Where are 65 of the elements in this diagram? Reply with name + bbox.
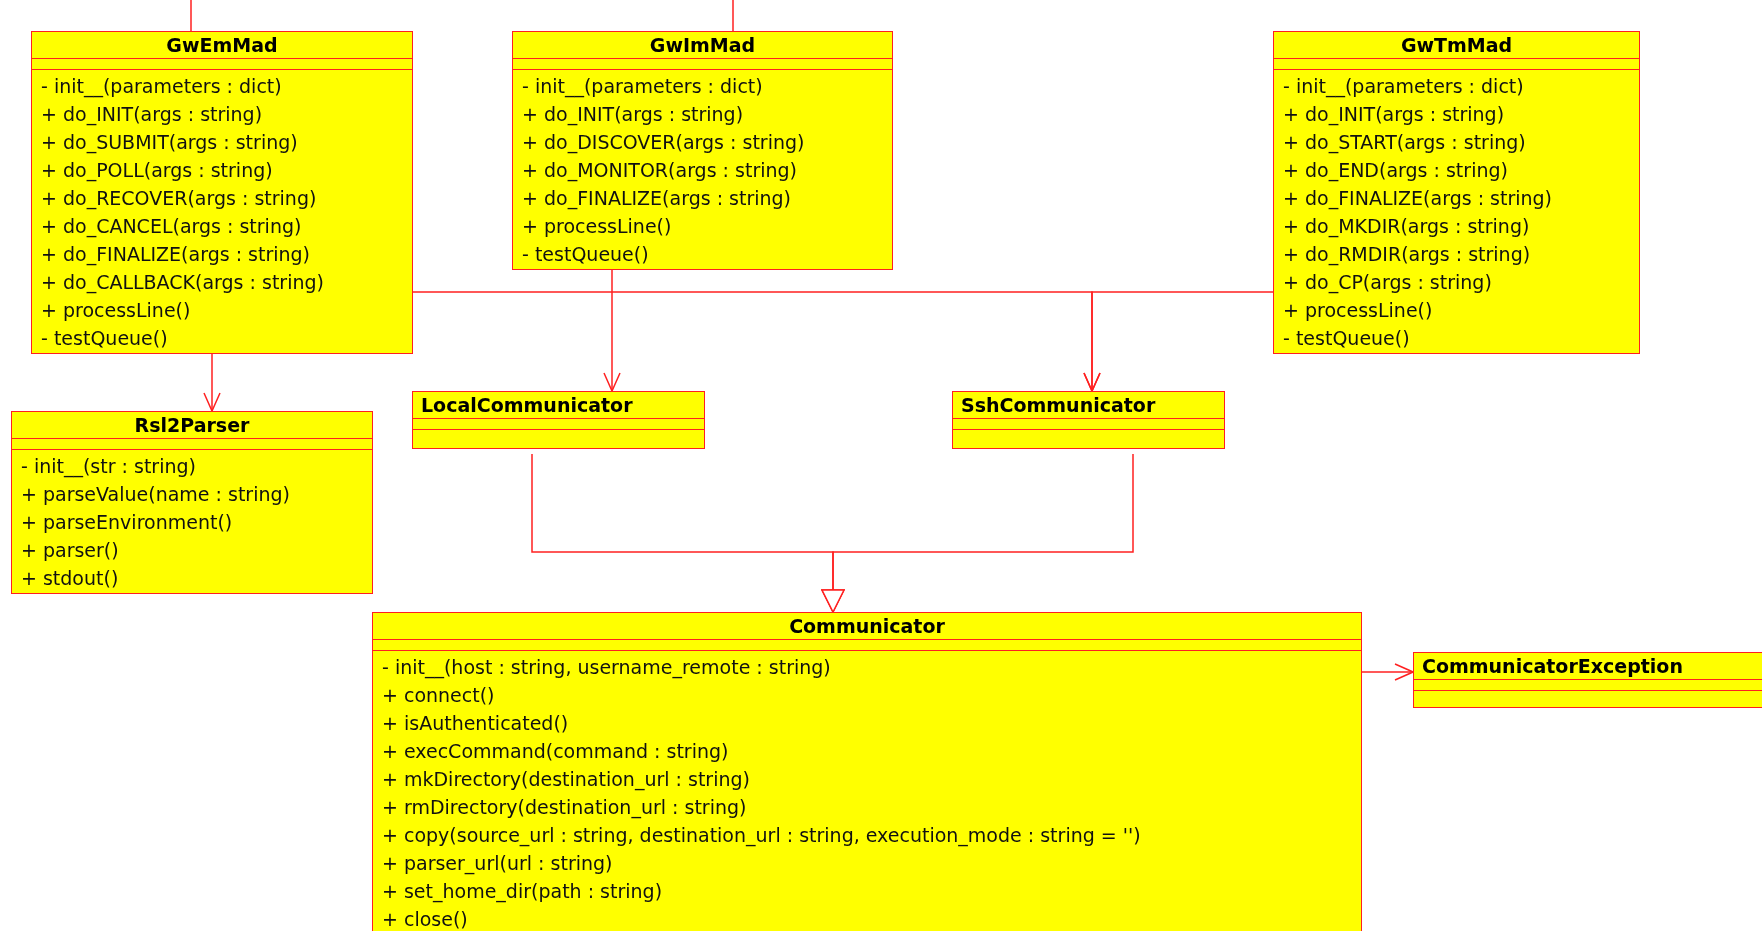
method-text: + do_FINALIZE(args : string) xyxy=(40,242,312,268)
class-box xyxy=(512,31,893,270)
method-text: + processLine() xyxy=(40,298,192,323)
association-line xyxy=(203,353,221,412)
method-text: + do_DISCOVER(args : string) xyxy=(521,130,806,156)
class-name: GwTmMad xyxy=(1399,33,1514,58)
method-text: - init__(host : string, username_remote : string) xyxy=(381,655,832,681)
class-box xyxy=(372,612,1362,931)
method-text: + do_END(args : string) xyxy=(1282,158,1509,184)
method-text: + copy(source_url : string, destination_url : string, execution_mode : string = '') xyxy=(381,823,1142,849)
method-text: + parseEnvironment() xyxy=(20,510,234,535)
class-box xyxy=(952,391,1225,449)
method-text: + parser_url(url : string) xyxy=(381,851,614,877)
method-text: - testQueue() xyxy=(40,326,169,351)
method-text: + isAuthenticated() xyxy=(381,711,570,736)
method-text: + set_home_dir(path : string) xyxy=(381,879,664,905)
class-name: GwImMad xyxy=(648,33,757,58)
method-text: + do_MKDIR(args : string) xyxy=(1282,214,1531,240)
method-text: + do_CP(args : string) xyxy=(1282,270,1493,296)
method-text: + do_INIT(args : string) xyxy=(521,102,745,128)
association-line xyxy=(732,0,734,32)
method-text: + mkDirectory(destination_url : string) xyxy=(381,767,751,793)
method-text: + do_FINALIZE(args : string) xyxy=(1282,186,1554,212)
class-name: CommunicatorException xyxy=(1421,654,1684,679)
method-text: + do_RECOVER(args : string) xyxy=(40,186,318,212)
method-text: + parseValue(name : string) xyxy=(20,482,291,507)
method-text: - testQueue() xyxy=(521,242,650,267)
method-text: + do_MONITOR(args : string) xyxy=(521,158,798,184)
method-text: + connect() xyxy=(381,683,496,708)
method-text: - testQueue() xyxy=(1282,326,1411,351)
class-box xyxy=(1413,652,1762,708)
method-text: + do_INIT(args : string) xyxy=(1282,102,1506,128)
association-line xyxy=(1361,663,1414,681)
association-line xyxy=(603,269,621,392)
method-text: + do_POLL(args : string) xyxy=(40,158,274,184)
method-text: + processLine() xyxy=(1282,298,1434,323)
class-box xyxy=(412,391,705,449)
method-text: - init__(parameters : dict) xyxy=(521,74,764,100)
class-name: Rsl2Parser xyxy=(133,413,251,438)
class-box xyxy=(31,31,413,354)
method-text: - init__(str : string) xyxy=(20,454,197,480)
method-text: + stdout() xyxy=(20,566,120,591)
method-text: - init__(parameters : dict) xyxy=(40,74,283,100)
method-text: + parser() xyxy=(20,538,120,563)
method-text: + do_CALLBACK(args : string) xyxy=(40,270,325,296)
association-line xyxy=(821,453,1134,613)
method-text: + do_RMDIR(args : string) xyxy=(1282,242,1532,268)
method-text: + do_FINALIZE(args : string) xyxy=(521,186,793,212)
class-box xyxy=(1273,31,1640,354)
method-text: + do_CANCEL(args : string) xyxy=(40,214,303,240)
method-text: + do_INIT(args : string) xyxy=(40,102,264,128)
association-line xyxy=(1083,291,1274,392)
class-name: LocalCommunicator xyxy=(420,393,634,418)
method-text: + rmDirectory(destination_url : string) xyxy=(381,795,748,821)
class-box xyxy=(11,411,373,594)
method-text: - init__(parameters : dict) xyxy=(1282,74,1525,100)
class-name: GwEmMad xyxy=(165,33,279,58)
method-text: + do_SUBMIT(args : string) xyxy=(40,130,299,156)
method-text: + processLine() xyxy=(521,214,673,239)
method-text: + close() xyxy=(381,907,469,931)
class-name: Communicator xyxy=(788,614,946,639)
class-name: SshCommunicator xyxy=(960,393,1157,418)
association-line xyxy=(190,0,192,32)
method-text: + execCommand(command : string) xyxy=(381,739,730,764)
method-text: + do_START(args : string) xyxy=(1282,130,1527,156)
